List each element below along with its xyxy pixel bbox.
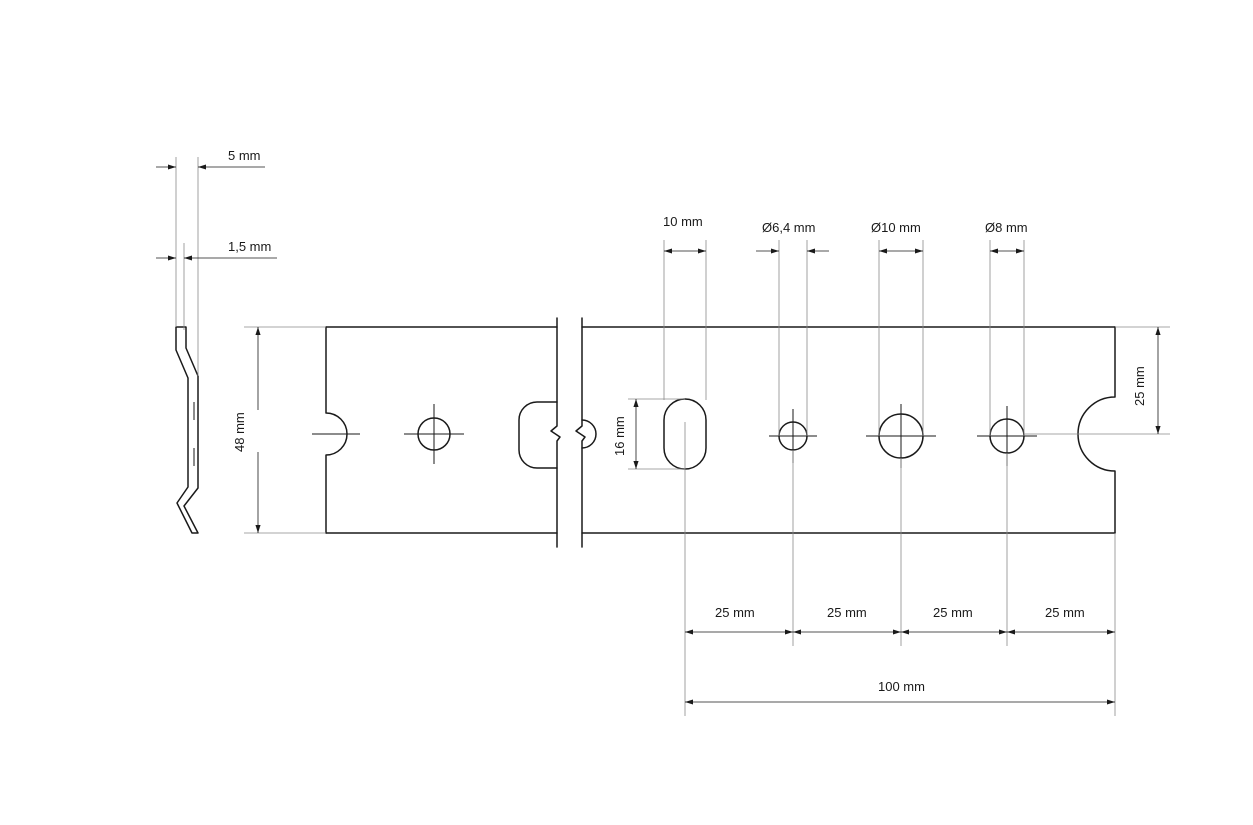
dimension-center-offset: 25 mm [1024,326,1170,435]
dimension-pitch-chain: 25 mm 25 mm 25 mm 25 mm [684,422,1116,716]
break-line-left [550,317,561,548]
dim-label-height: 48 mm [232,412,247,452]
strip-end-with-notch [325,326,348,534]
dimension-hole-large: Ø10 mm [871,220,924,436]
dim-label-slot-height: 16 mm [612,416,627,456]
dim-label-hole-large: Ø10 mm [871,220,921,235]
break-line-right [575,317,586,548]
side-profile-view: 5 mm 1,5 mm [156,148,277,534]
dim-label-thickness-sheet: 1,5 mm [228,239,271,254]
dim-label-pitch: 25 mm [827,605,867,620]
slot-partial [518,401,558,469]
dim-label-thickness-total: 5 mm [228,148,261,163]
dimension-height: 48 mm [232,326,326,534]
dimension-hole-small: Ø6,4 mm [756,220,829,436]
dimension-hole-medium: Ø8 mm [985,220,1028,436]
dimension-overall-length: 100 mm [685,679,1115,705]
dim-label-pitch: 25 mm [715,605,755,620]
dim-label-pitch: 25 mm [933,605,973,620]
dim-label-center-offset: 25 mm [1132,366,1147,406]
strip-left-segment [312,317,561,548]
dim-label-slot-width: 10 mm [663,214,703,229]
notch-partial [581,419,597,449]
strip-right-segment [575,317,1116,548]
dim-label-hole-small: Ø6,4 mm [762,220,815,235]
dimension-slot-height: 16 mm [612,398,685,470]
dim-label-overall-length: 100 mm [878,679,925,694]
strip-end-with-notch [1077,326,1116,534]
profile-outline [175,326,199,534]
dim-label-pitch: 25 mm [1045,605,1085,620]
dim-label-hole-medium: Ø8 mm [985,220,1028,235]
dimension-slot-width: 10 mm [663,214,707,400]
